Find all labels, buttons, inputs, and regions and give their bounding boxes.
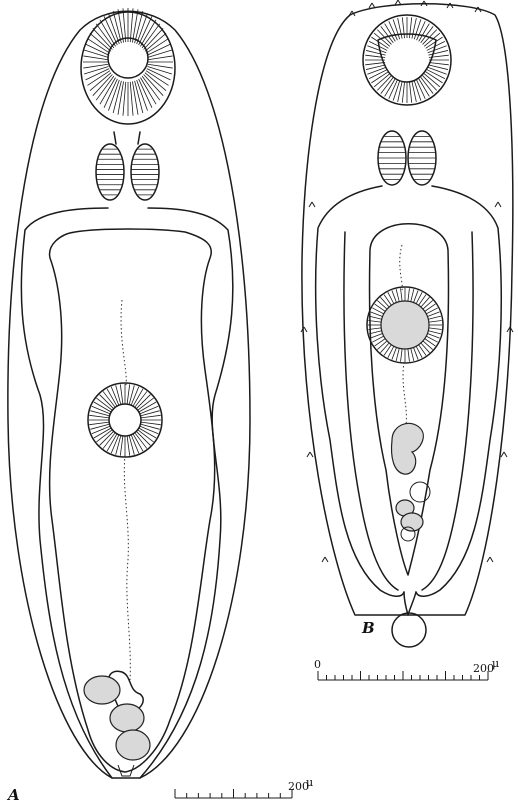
specimen-b-convoluted-organ xyxy=(392,423,424,474)
specimen-a-caeca-inner xyxy=(50,229,215,772)
specimen-b-oral-sucker xyxy=(363,15,451,105)
specimen-b-label: B xyxy=(361,619,375,637)
specimen-a-scale-bar: 200 μ xyxy=(175,776,313,798)
specimen-a: A 200 μ xyxy=(6,8,313,804)
specimen-b-caeca-inner xyxy=(344,232,473,590)
specimen-a-scale-unit: μ xyxy=(306,776,313,789)
specimen-a-oral-sucker xyxy=(81,8,175,124)
specimen-a-label: A xyxy=(6,786,20,804)
specimen-b-excretory-vesicle xyxy=(392,613,426,647)
specimen-b-scale-start-label: 0 xyxy=(314,658,321,671)
specimen-b: B 0 200 μ xyxy=(301,0,513,680)
specimen-a-body-outline xyxy=(8,11,250,778)
specimen-a-testis-posterior xyxy=(116,730,150,760)
specimen-b-scale-bar: 0 200 μ xyxy=(314,657,499,680)
specimen-b-caeca-outer xyxy=(316,186,404,596)
specimen-b-pharynx xyxy=(378,131,436,185)
specimen-b-scale-end-label: 200 xyxy=(473,662,494,675)
specimen-a-testis-anterior xyxy=(110,704,144,732)
specimen-a-pharynx xyxy=(96,132,159,200)
specimen-a-duct xyxy=(121,300,130,680)
specimen-b-ventral-sucker xyxy=(367,287,443,363)
specimen-a-ventral-sucker xyxy=(88,383,162,457)
specimen-a-ovary xyxy=(84,676,120,704)
specimen-b-scale-unit: μ xyxy=(492,657,499,670)
